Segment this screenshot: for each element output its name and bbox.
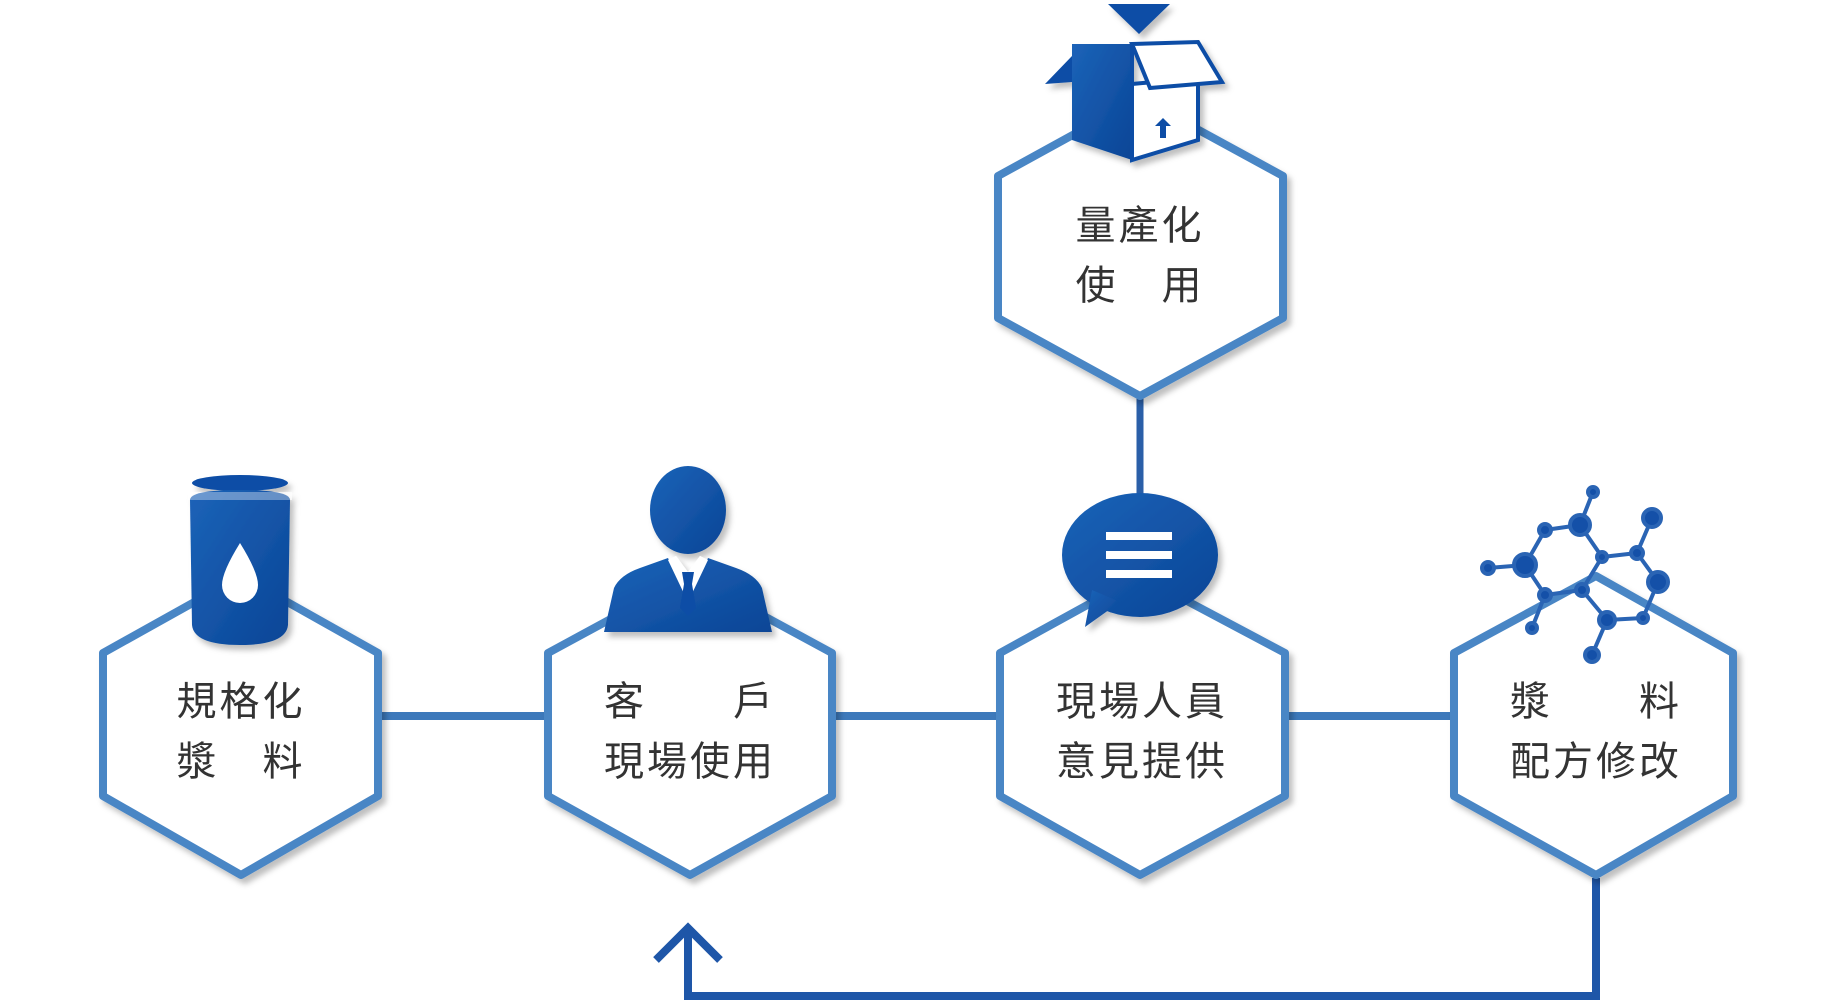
speech-bubble-icon — [1062, 493, 1218, 627]
hexagon-mass-production — [994, 94, 1287, 400]
feedback-loop-line — [684, 878, 1600, 1000]
node-label-standardized-slurry: 規格化 漿 料 — [126, 672, 356, 792]
hexagons — [99, 94, 1737, 879]
hexagon-standardized-slurry — [99, 572, 382, 879]
node-line: 配方修改 — [1510, 739, 1682, 785]
hexagon-site-feedback — [996, 572, 1289, 879]
node-label-formula-revision: 漿 料 配方修改 — [1481, 672, 1711, 792]
water-drop-jar-icon — [188, 475, 292, 645]
node-line: 量產化 — [1075, 203, 1205, 249]
open-box-upload-icon — [1045, 4, 1226, 163]
feedback-loop-arrow — [653, 878, 1600, 1000]
feedback-arrowhead — [653, 922, 723, 963]
node-line: 現場使用 — [604, 739, 776, 785]
node-line: 意見提供 — [1056, 739, 1228, 785]
node-label-site-feedback: 現場人員 意見提供 — [1027, 672, 1257, 792]
node-line: 使 用 — [1075, 263, 1205, 309]
hexagon-formula-revision — [1450, 572, 1737, 879]
connectors — [378, 395, 1454, 720]
node-line: 漿 料 — [176, 739, 306, 785]
molecule-icon — [1480, 485, 1670, 664]
node-line: 規格化 — [176, 679, 306, 725]
node-line: 漿 料 — [1510, 679, 1682, 725]
businessman-icon — [604, 466, 772, 632]
node-label-customer-site-use: 客 戶 現場使用 — [575, 672, 805, 792]
node-line: 現場人員 — [1056, 679, 1228, 725]
node-line: 客 戶 — [604, 679, 776, 725]
node-label-mass-production: 量產化 使 用 — [1025, 196, 1255, 316]
hexagon-customer-site-use — [544, 572, 836, 879]
